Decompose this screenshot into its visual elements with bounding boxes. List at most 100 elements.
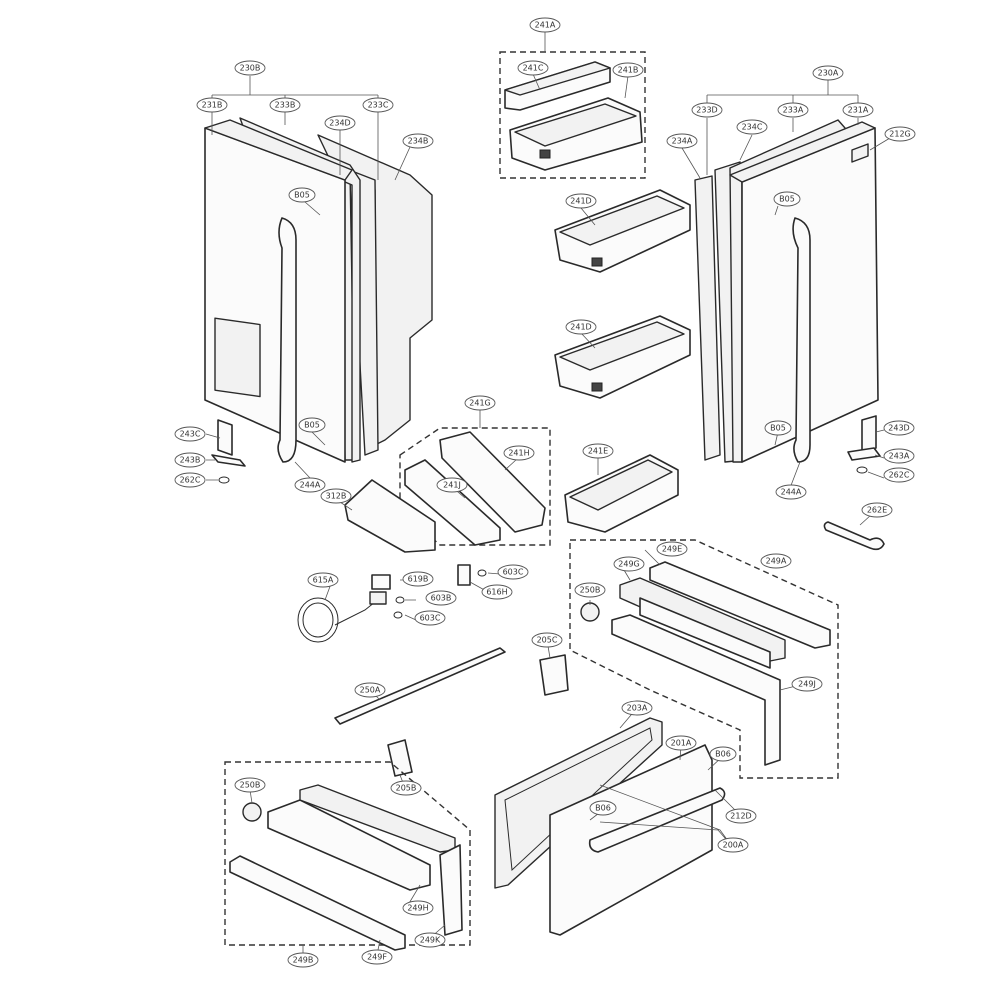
svg-text:249A: 249A xyxy=(766,557,787,566)
right-door-handle-244A[interactable] xyxy=(792,217,811,463)
label-243A: 243A xyxy=(883,448,915,464)
bin-group-241G xyxy=(344,427,551,553)
rail-249K xyxy=(439,844,463,936)
svg-text:616H: 616H xyxy=(486,588,507,597)
svg-text:250B: 250B xyxy=(240,781,261,790)
label-262C-right: 262C xyxy=(883,467,915,483)
svg-text:234B: 234B xyxy=(408,137,429,146)
left-door-handle-244A[interactable] xyxy=(277,217,297,463)
svg-text:312B: 312B xyxy=(326,492,347,501)
label-243C: 243C xyxy=(174,426,206,442)
bin-group-241A-box xyxy=(499,51,646,179)
label-603B: 603B xyxy=(425,590,457,606)
rail-249J xyxy=(611,614,781,766)
label-233D: 233D xyxy=(691,102,723,118)
label-B05-left-top: B05 xyxy=(288,187,316,203)
svg-text:B05: B05 xyxy=(779,195,795,204)
wire-harness-615A xyxy=(297,597,339,643)
svg-text:233C: 233C xyxy=(368,101,389,110)
svg-text:603B: 603B xyxy=(431,594,452,603)
door-bin-241D-lower[interactable] xyxy=(554,315,691,399)
svg-text:262C: 262C xyxy=(180,476,201,485)
rail-group-249B-box xyxy=(224,761,471,946)
svg-text:241D: 241D xyxy=(570,323,591,332)
label-231A: 231A xyxy=(842,102,874,118)
svg-text:230B: 230B xyxy=(240,64,261,73)
drawer-handle-212D[interactable] xyxy=(588,787,726,853)
svg-text:243D: 243D xyxy=(888,424,909,433)
right-door-gasket-234A xyxy=(694,175,721,461)
rail-group-249A-box xyxy=(569,539,839,779)
door-bin-241D-upper[interactable] xyxy=(554,189,691,273)
cover-205C xyxy=(539,654,569,696)
washer-262C-right xyxy=(856,466,868,474)
bin-cap-241C-face xyxy=(504,61,611,96)
gear-250B-left xyxy=(242,802,262,822)
svg-text:B06: B06 xyxy=(595,804,611,813)
label-249G: 249G xyxy=(613,556,645,572)
label-244A-left: 244A xyxy=(294,477,326,493)
bin-group-241G-box xyxy=(399,427,551,546)
label-249F: 249F xyxy=(361,949,393,965)
label-203A: 203A xyxy=(621,700,653,716)
gear-250B-right xyxy=(580,602,600,622)
svg-text:241D: 241D xyxy=(570,197,591,206)
svg-text:241A: 241A xyxy=(535,21,556,30)
bin-241B-tab xyxy=(539,149,551,159)
label-262C-left: 262C xyxy=(174,472,206,488)
svg-text:241C: 241C xyxy=(523,64,544,73)
label-B05-right-top: B05 xyxy=(773,191,801,207)
label-B06-top: B06 xyxy=(709,746,737,762)
strip-250A xyxy=(334,647,506,725)
svg-text:231A: 231A xyxy=(848,106,869,115)
label-241J: 241J xyxy=(436,477,468,493)
wrench-262E xyxy=(823,521,885,551)
label-241H: 241H xyxy=(503,445,535,461)
label-B05-right-bottom: B05 xyxy=(764,420,792,436)
svg-text:B05: B05 xyxy=(770,424,786,433)
svg-text:241J: 241J xyxy=(443,481,461,490)
svg-text:230A: 230A xyxy=(818,69,839,78)
label-243B: 243B xyxy=(174,452,206,468)
rail-group-249B xyxy=(224,761,471,951)
svg-text:241B: 241B xyxy=(618,66,639,75)
label-312B: 312B xyxy=(320,488,352,504)
fitting-616H xyxy=(457,564,471,586)
bin-241E[interactable] xyxy=(564,454,679,533)
valve-619B xyxy=(371,574,391,590)
svg-text:249K: 249K xyxy=(420,936,441,945)
svg-text:203A: 203A xyxy=(627,704,648,713)
label-230B: 230B xyxy=(234,60,266,76)
hinge-243A xyxy=(847,447,881,461)
label-231B: 231B xyxy=(196,97,228,113)
label-250A: 250A xyxy=(354,682,386,698)
hinge-243B xyxy=(211,454,246,467)
svg-text:615A: 615A xyxy=(313,576,334,585)
fitting-603C-upper xyxy=(477,569,487,577)
label-241D-upper: 241D xyxy=(565,193,597,209)
svg-text:233D: 233D xyxy=(696,106,717,115)
svg-text:249H: 249H xyxy=(407,904,428,913)
label-262E: 262E xyxy=(861,502,893,518)
label-200A: 200A xyxy=(717,837,749,853)
svg-text:201A: 201A xyxy=(671,739,692,748)
left-door-edge xyxy=(204,119,353,181)
wiring-and-fittings xyxy=(297,564,487,643)
label-249B: 249B xyxy=(287,952,319,968)
label-234B: 234B xyxy=(402,133,434,149)
left-door-panel-231B[interactable] xyxy=(204,127,346,463)
rail-group-249A xyxy=(569,539,839,779)
label-212D: 212D xyxy=(725,808,757,824)
svg-text:244A: 244A xyxy=(300,481,321,490)
svg-text:243C: 243C xyxy=(180,430,201,439)
svg-text:234A: 234A xyxy=(672,137,693,146)
svg-text:603C: 603C xyxy=(420,614,441,623)
label-B06-bottom: B06 xyxy=(589,800,617,816)
svg-text:244A: 244A xyxy=(781,488,802,497)
drawer-door-201A[interactable] xyxy=(549,744,713,936)
label-241D-lower: 241D xyxy=(565,319,597,335)
hinge-243D xyxy=(861,415,877,453)
svg-text:241E: 241E xyxy=(588,447,608,456)
bin-241J xyxy=(404,459,501,546)
